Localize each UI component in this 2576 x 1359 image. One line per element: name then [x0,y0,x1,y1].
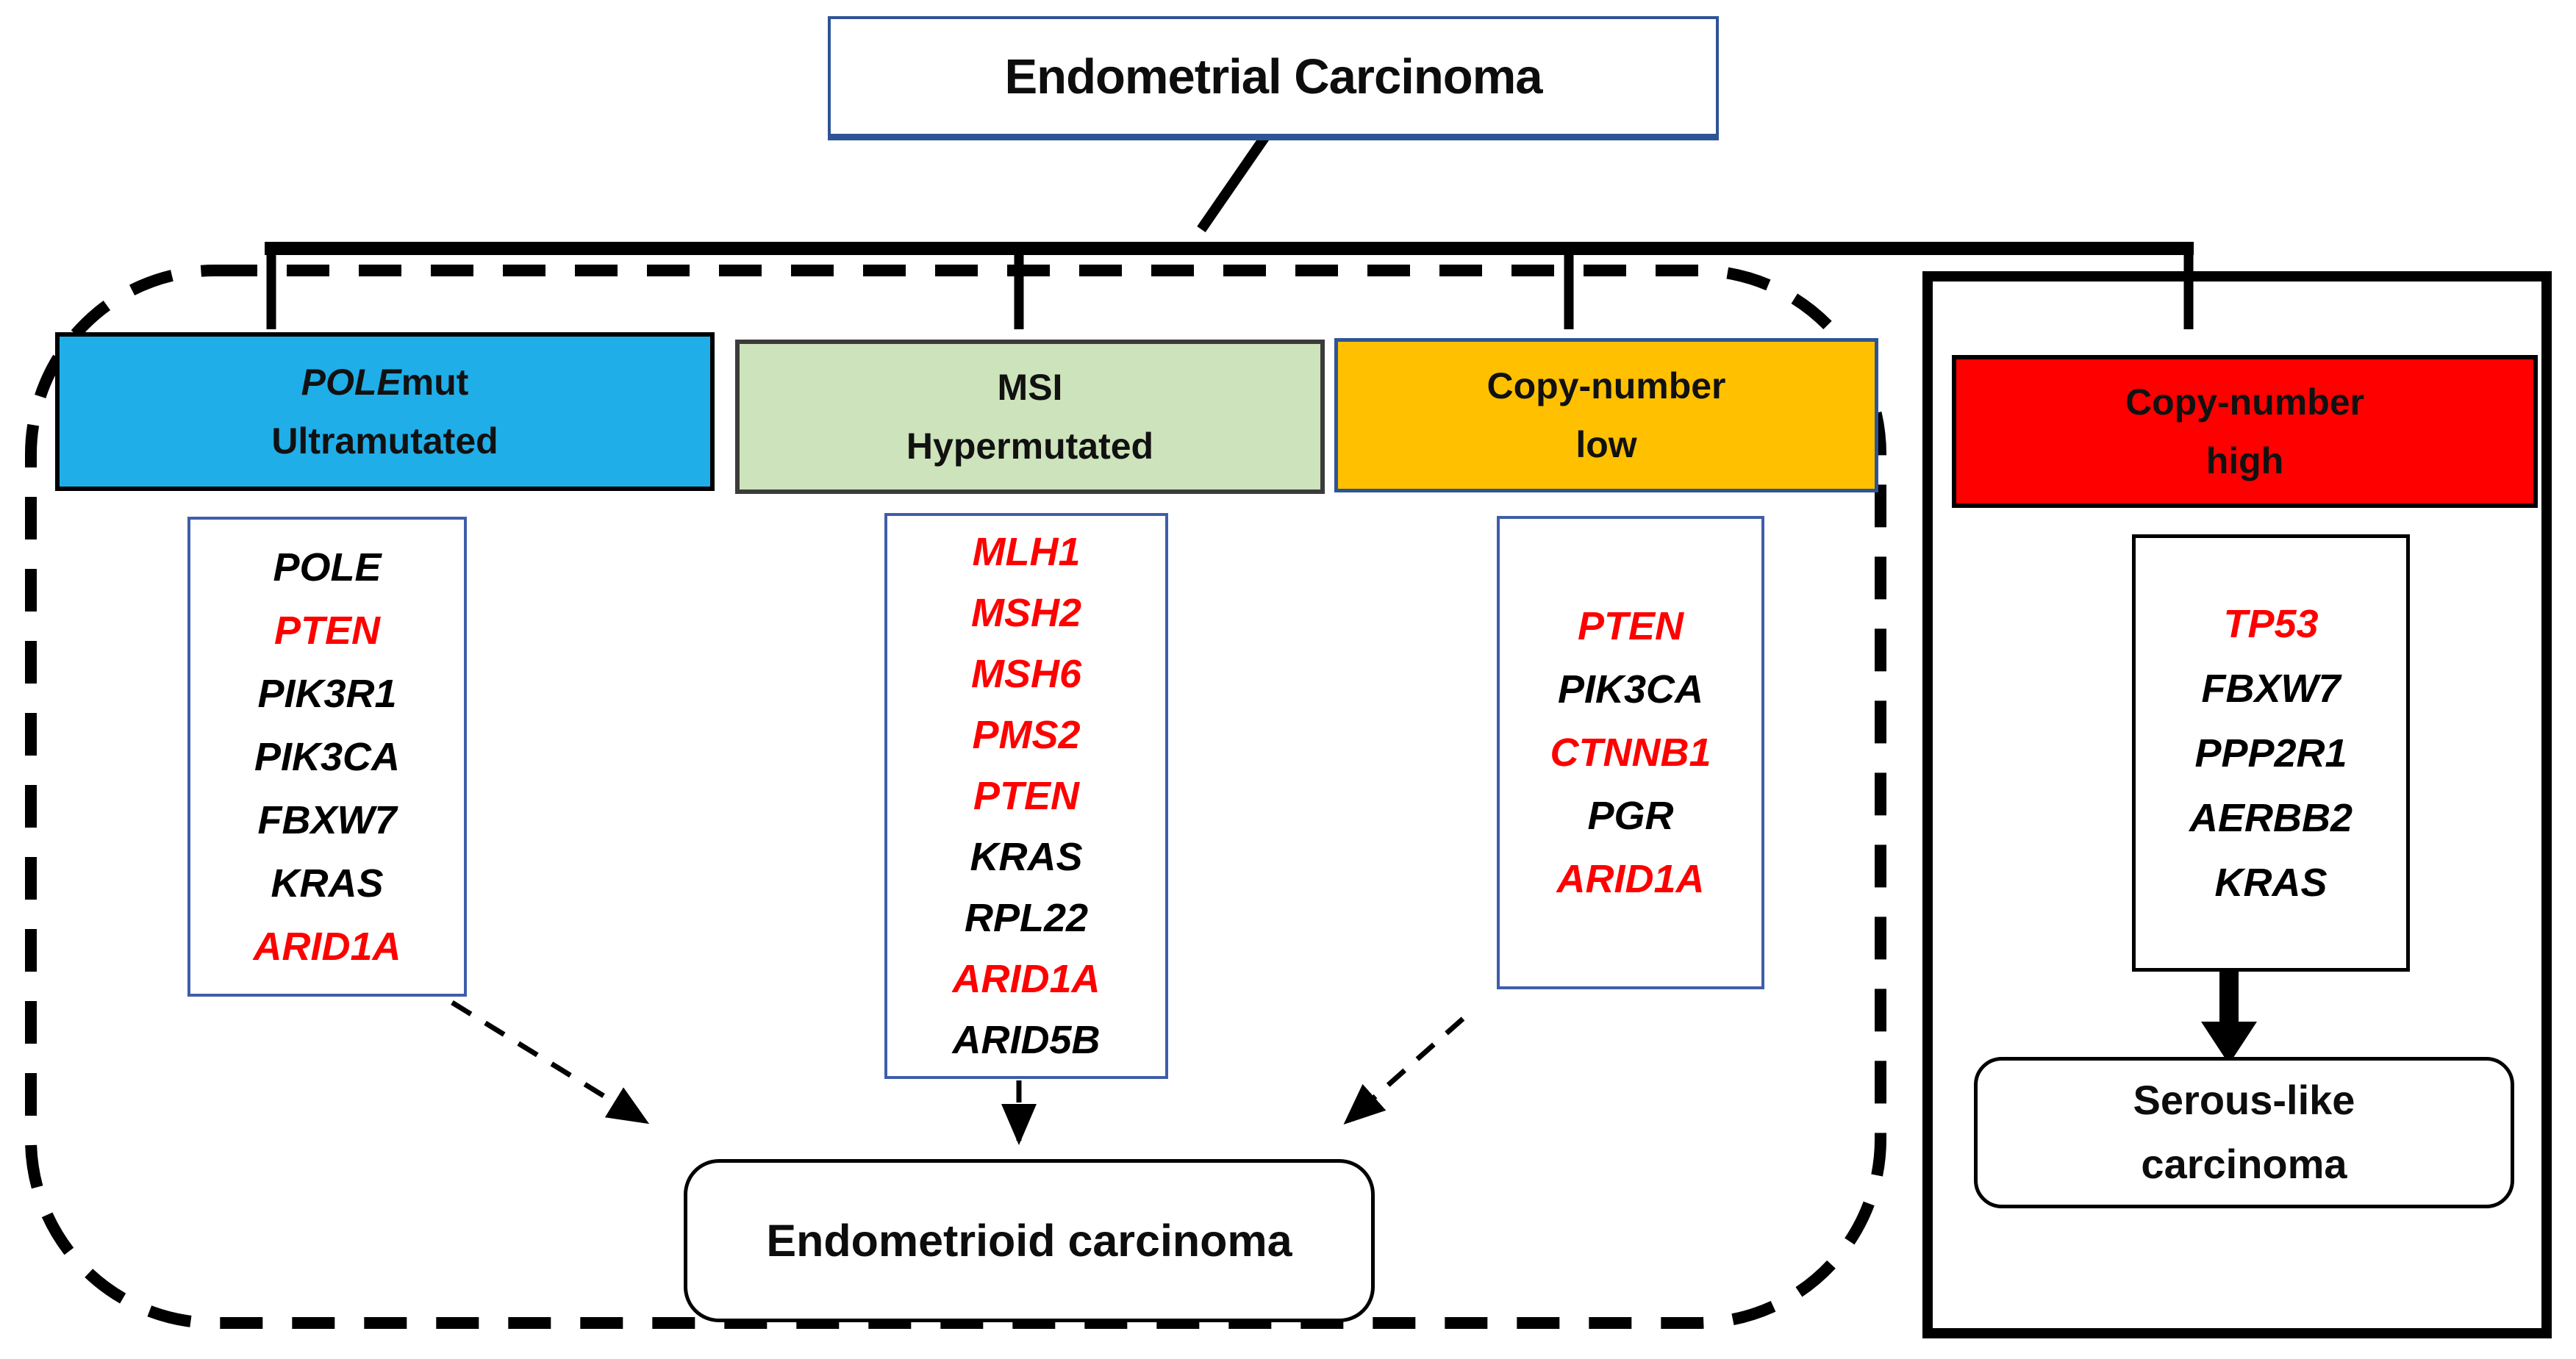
subtype-header-line1: Copy-number [1487,356,1726,415]
header-regular-part: Copy-number [1486,365,1726,406]
subtype-header-line2: low [1575,424,1637,465]
header-regular-part: Copy-number [2125,381,2364,423]
header-regular-part: mut [401,362,469,403]
diagram-title: Endometrial Carcinoma [1004,49,1542,104]
subtype-header-line2: Hypermutated [906,426,1154,467]
arrow-cn-low-to-endometrioid [1343,1016,1465,1125]
gene-label: PTEN [273,608,381,653]
gene-label: PTEN [973,774,1080,818]
subtype-header-polemut: POLEmut Ultramutated [55,332,715,491]
gene-label: MSH6 [970,652,1082,696]
copy-number-high-group-border [1922,271,2552,1338]
gene-label: PIK3CA [254,734,401,779]
subtype-header-line2: high [2205,440,2284,481]
gene-label: PIK3R1 [257,671,397,716]
gene-label: ARID5B [952,1018,1101,1062]
gene-label: PPP2R1 [2194,731,2347,775]
gene-label: ARID1A [1556,857,1705,901]
gene-label: RPL22 [964,896,1089,940]
arrow-polemut-to-endometrioid [451,1000,650,1125]
subtype-header-cn-high: Copy-number high [1952,355,2538,508]
endometrioid-group-dashed-border [25,265,1886,1329]
subtype-header-line1: POLEmut [301,353,469,412]
gene-label: KRAS [271,861,384,906]
outcome-serous-like-carcinoma: Serous-like carcinoma [1974,1057,2514,1208]
subtype-header-msi: MSI Hypermutated [735,340,1325,494]
gene-label: TP53 [2223,601,2319,646]
outcome-endometrioid-carcinoma: Endometrioid carcinoma [684,1159,1375,1322]
diagram-title-box: Endometrial Carcinoma [828,16,1719,140]
gene-label: MLH1 [972,530,1081,574]
arrow-cn-high-to-serous-head [2201,1022,2257,1064]
gene-label: FBXW7 [2201,666,2341,711]
gene-label: PIK3CA [1557,667,1704,711]
gene-label: PTEN [1577,604,1684,648]
outcome-endometrioid-label: Endometrioid carcinoma [766,1216,1292,1266]
subtype-header-line1: Copy-number [2125,373,2364,431]
header-italic-part: POLE [301,362,401,403]
header-regular-part: MSI [997,367,1063,408]
gene-label: ARID1A [952,957,1101,1001]
gene-label: FBXW7 [257,797,397,842]
gene-label: PMS2 [972,713,1081,757]
gene-label: KRAS [970,835,1083,879]
subtype-header-cn-low: Copy-number low [1334,338,1878,492]
connector-trunk-line [1197,132,1271,232]
gene-label: KRAS [2214,860,2328,905]
subtype-header-line2: Ultramutated [271,420,498,462]
outcome-serous-line1: Serous-like [2133,1077,2355,1124]
gene-label: CTNNB1 [1550,731,1711,775]
outcome-serous-line2: carcinoma [2141,1141,2347,1187]
gene-label: ARID1A [253,924,401,969]
subtype-header-line1: MSI [998,358,1063,417]
gene-label: AERBB2 [2189,795,2353,840]
gene-label: POLE [273,545,382,589]
gene-label: MSH2 [970,591,1082,635]
gene-label: PGR [1587,794,1674,838]
